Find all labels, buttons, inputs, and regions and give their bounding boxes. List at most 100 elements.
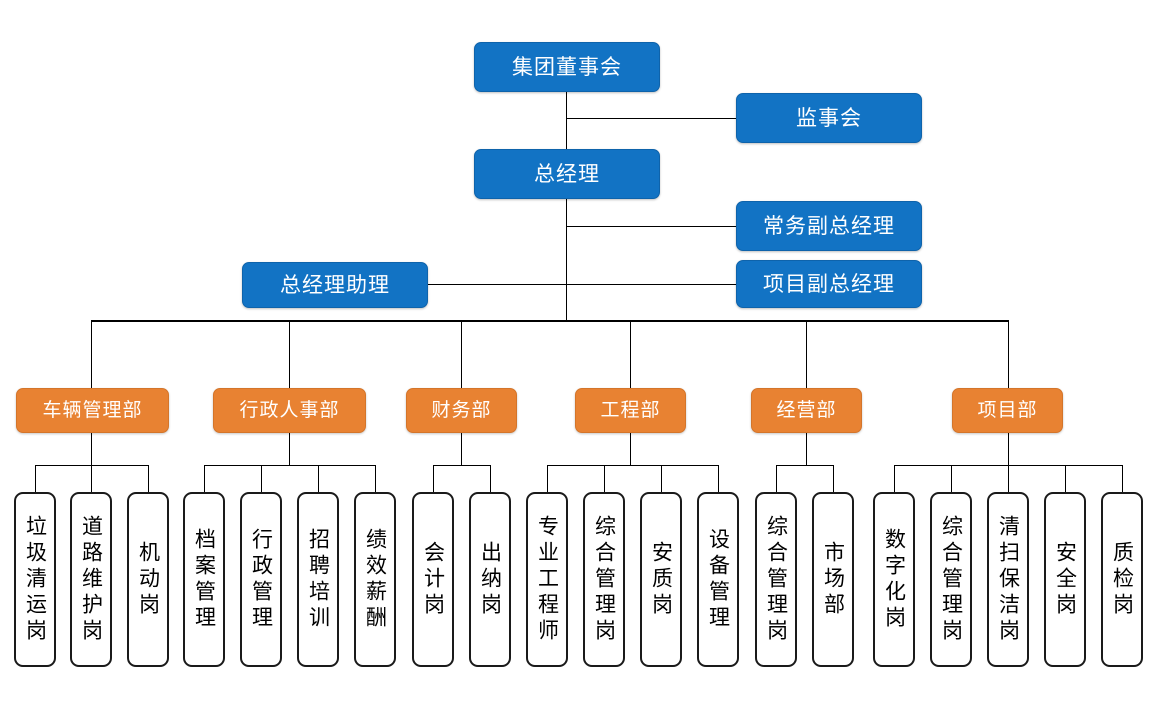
node-position-professional-engineer-label: 专业工程师 [535,514,560,645]
node-position-road-maintenance[interactable]: 道路维护岗 [70,492,112,667]
connector-operations-child-1 [776,465,777,493]
connector-finance-child-2 [490,465,491,493]
connector-project-child-5 [1122,465,1123,493]
connector-finance-child-1 [433,465,434,493]
node-position-accounting[interactable]: 会计岗 [412,492,454,667]
connector-gm-to-exec-deputy [566,226,736,227]
connector-adminhr-child-3 [318,465,319,493]
node-dept-operations[interactable]: 经营部 [751,388,862,433]
node-gm-assistant[interactable]: 总经理助理 [242,262,428,308]
node-exec-deputy-gm[interactable]: 常务副总经理 [736,201,922,251]
node-dept-finance-label: 财务部 [431,399,492,421]
connector-adminhr-child-2 [261,465,262,493]
node-position-safety-quality-label: 安质岗 [649,540,674,619]
node-dept-project[interactable]: 项目部 [952,388,1063,433]
connector-project-drop [1008,433,1009,465]
node-position-cleaning-sanitation-label: 清扫保洁岗 [996,514,1021,645]
node-gm-assistant-label: 总经理助理 [280,272,390,297]
connector-bus-to-operations [806,321,807,388]
node-position-ops-general-mgmt-label: 综合管理岗 [764,514,789,645]
node-position-proj-general-mgmt[interactable]: 综合管理岗 [930,492,972,667]
node-position-mobile-unit[interactable]: 机动岗 [127,492,169,667]
node-position-proj-general-mgmt-label: 综合管理岗 [939,514,964,645]
connector-vehicle-drop [91,433,92,465]
node-dept-admin-hr-label: 行政人事部 [239,399,340,421]
node-position-safety-quality[interactable]: 安质岗 [640,492,682,667]
node-position-digitalization-label: 数字化岗 [882,527,907,632]
node-dept-operations-label: 经营部 [776,399,837,421]
connector-finance-bus [433,465,490,466]
node-dept-vehicle-management[interactable]: 车辆管理部 [16,388,169,433]
connector-project-child-1 [894,465,895,493]
node-supervisory-board-label: 监事会 [796,105,862,130]
connector-adminhr-bus [204,465,375,466]
connector-adminhr-child-4 [375,465,376,493]
node-position-cashier[interactable]: 出纳岗 [469,492,511,667]
node-project-deputy-gm-label: 项目副总经理 [763,271,895,296]
connector-adminhr-drop [289,433,290,465]
connector-engineering-child-1 [547,465,548,493]
connector-gm-to-assistant [427,284,566,285]
connector-engineering-child-3 [661,465,662,493]
node-dept-project-label: 项目部 [977,399,1038,421]
connector-bus-to-engineering [630,321,631,388]
node-position-performance-pay[interactable]: 绩效薪酬 [354,492,396,667]
connector-gm-to-project-deputy [566,284,736,285]
node-dept-engineering[interactable]: 工程部 [575,388,686,433]
node-position-cashier-label: 出纳岗 [478,540,503,619]
connector-engineering-drop [630,433,631,465]
node-position-equipment-management-label: 设备管理 [706,527,731,632]
connector-operations-child-2 [833,465,834,493]
node-position-garbage-transport[interactable]: 垃圾清运岗 [14,492,56,667]
node-position-eng-general-mgmt[interactable]: 综合管理岗 [583,492,625,667]
node-dept-vehicle-management-label: 车辆管理部 [42,399,143,421]
node-position-garbage-transport-label: 垃圾清运岗 [23,514,48,645]
node-position-quality-inspection-label: 质检岗 [1110,540,1135,619]
node-position-equipment-management[interactable]: 设备管理 [697,492,739,667]
node-supervisory-board[interactable]: 监事会 [736,93,922,143]
node-position-performance-pay-label: 绩效薪酬 [363,527,388,632]
node-position-professional-engineer[interactable]: 专业工程师 [526,492,568,667]
node-dept-engineering-label: 工程部 [600,399,661,421]
node-position-cleaning-sanitation[interactable]: 清扫保洁岗 [987,492,1029,667]
node-position-archive-management-label: 档案管理 [192,527,217,632]
node-position-quality-inspection[interactable]: 质检岗 [1101,492,1143,667]
node-position-accounting-label: 会计岗 [421,540,446,619]
node-position-digitalization[interactable]: 数字化岗 [873,492,915,667]
connector-vehicle-child-3 [148,465,149,493]
node-position-road-maintenance-label: 道路维护岗 [79,514,104,645]
node-board-label: 集团董事会 [512,54,622,79]
node-position-recruit-training[interactable]: 招聘培训 [297,492,339,667]
connector-vehicle-child-1 [35,465,36,493]
node-project-deputy-gm[interactable]: 项目副总经理 [736,260,922,308]
connector-bus-to-project [1008,321,1009,388]
node-position-safety[interactable]: 安全岗 [1044,492,1086,667]
connector-operations-bus [776,465,833,466]
connector-board-to-supervisory [566,118,736,119]
connector-finance-drop [461,433,462,465]
node-position-ops-general-mgmt[interactable]: 综合管理岗 [755,492,797,667]
node-position-mobile-unit-label: 机动岗 [136,540,161,619]
connector-bus-to-vehicle [91,321,92,388]
connector-project-child-4 [1065,465,1066,493]
node-position-admin-management[interactable]: 行政管理 [240,492,282,667]
connector-bus-to-admin-hr [289,321,290,388]
node-dept-admin-hr[interactable]: 行政人事部 [213,388,366,433]
connector-operations-drop [806,433,807,465]
connector-department-bus [91,320,1009,322]
node-board[interactable]: 集团董事会 [474,42,660,92]
node-position-marketing[interactable]: 市场部 [812,492,854,667]
node-position-eng-general-mgmt-label: 综合管理岗 [592,514,617,645]
node-position-admin-management-label: 行政管理 [249,527,274,632]
node-position-archive-management[interactable]: 档案管理 [183,492,225,667]
connector-board-to-gm [566,92,567,160]
node-position-safety-label: 安全岗 [1053,540,1078,619]
node-position-recruit-training-label: 招聘培训 [306,527,331,632]
node-dept-finance[interactable]: 财务部 [406,388,517,433]
connector-project-child-3 [1008,465,1009,493]
node-general-manager[interactable]: 总经理 [474,149,660,199]
node-general-manager-label: 总经理 [534,161,600,186]
node-exec-deputy-gm-label: 常务副总经理 [763,213,895,238]
connector-engineering-child-2 [604,465,605,493]
